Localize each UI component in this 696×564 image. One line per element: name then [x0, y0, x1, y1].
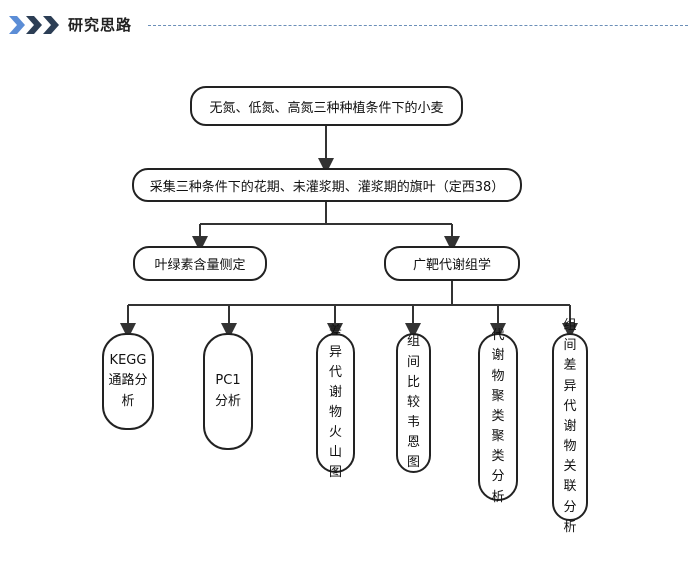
flow-node-wheat-conditions: 无氮、低氮、高氮三种种植条件下的小麦	[190, 86, 463, 126]
leaf-label: 组间差异代谢物关联分析	[563, 318, 577, 535]
leaf-label: 组间比较韦恩图	[406, 334, 420, 471]
leaf-label: 代谢物聚类聚类分析	[491, 328, 505, 505]
flow-leaf-correlation: 组间差异代谢物关联分析	[552, 318, 588, 535]
flow-node-leaf-sampling: 采集三种条件下的花期、未灌浆期、灌浆期的旗叶（定西38）	[132, 168, 522, 202]
node-label: 叶绿素含量侧定	[154, 258, 246, 273]
flow-node-metabolomics: 广靶代谢组学	[384, 246, 520, 281]
flow-leaf-kegg: KEGG通路分析	[102, 333, 154, 430]
flow-node-chlorophyll: 叶绿素含量侧定	[133, 246, 267, 281]
node-label: 采集三种条件下的花期、未灌浆期、灌浆期的旗叶（定西38）	[149, 179, 505, 195]
node-label: 广靶代谢组学	[412, 258, 491, 273]
flow-leaf-clustering: 代谢物聚类聚类分析	[478, 328, 518, 505]
flow-leaf-pc1: PC1分析	[203, 333, 253, 450]
triple-chevron-right-icon	[9, 16, 59, 34]
flow-leaf-volcano: 差异代谢物火山图	[316, 324, 355, 480]
leaf-label: KEGG通路分析	[108, 353, 148, 409]
header-divider	[148, 25, 688, 26]
leaf-label: PC1分析	[214, 373, 241, 409]
leaf-label: 差异代谢物火山图	[328, 324, 342, 481]
page-title: 研究思路	[68, 16, 133, 34]
node-label: 无氮、低氮、高氮三种种植条件下的小麦	[209, 100, 444, 116]
flow-leaf-venn: 组间比较韦恩图	[396, 333, 431, 473]
section-header: 研究思路	[0, 0, 696, 48]
